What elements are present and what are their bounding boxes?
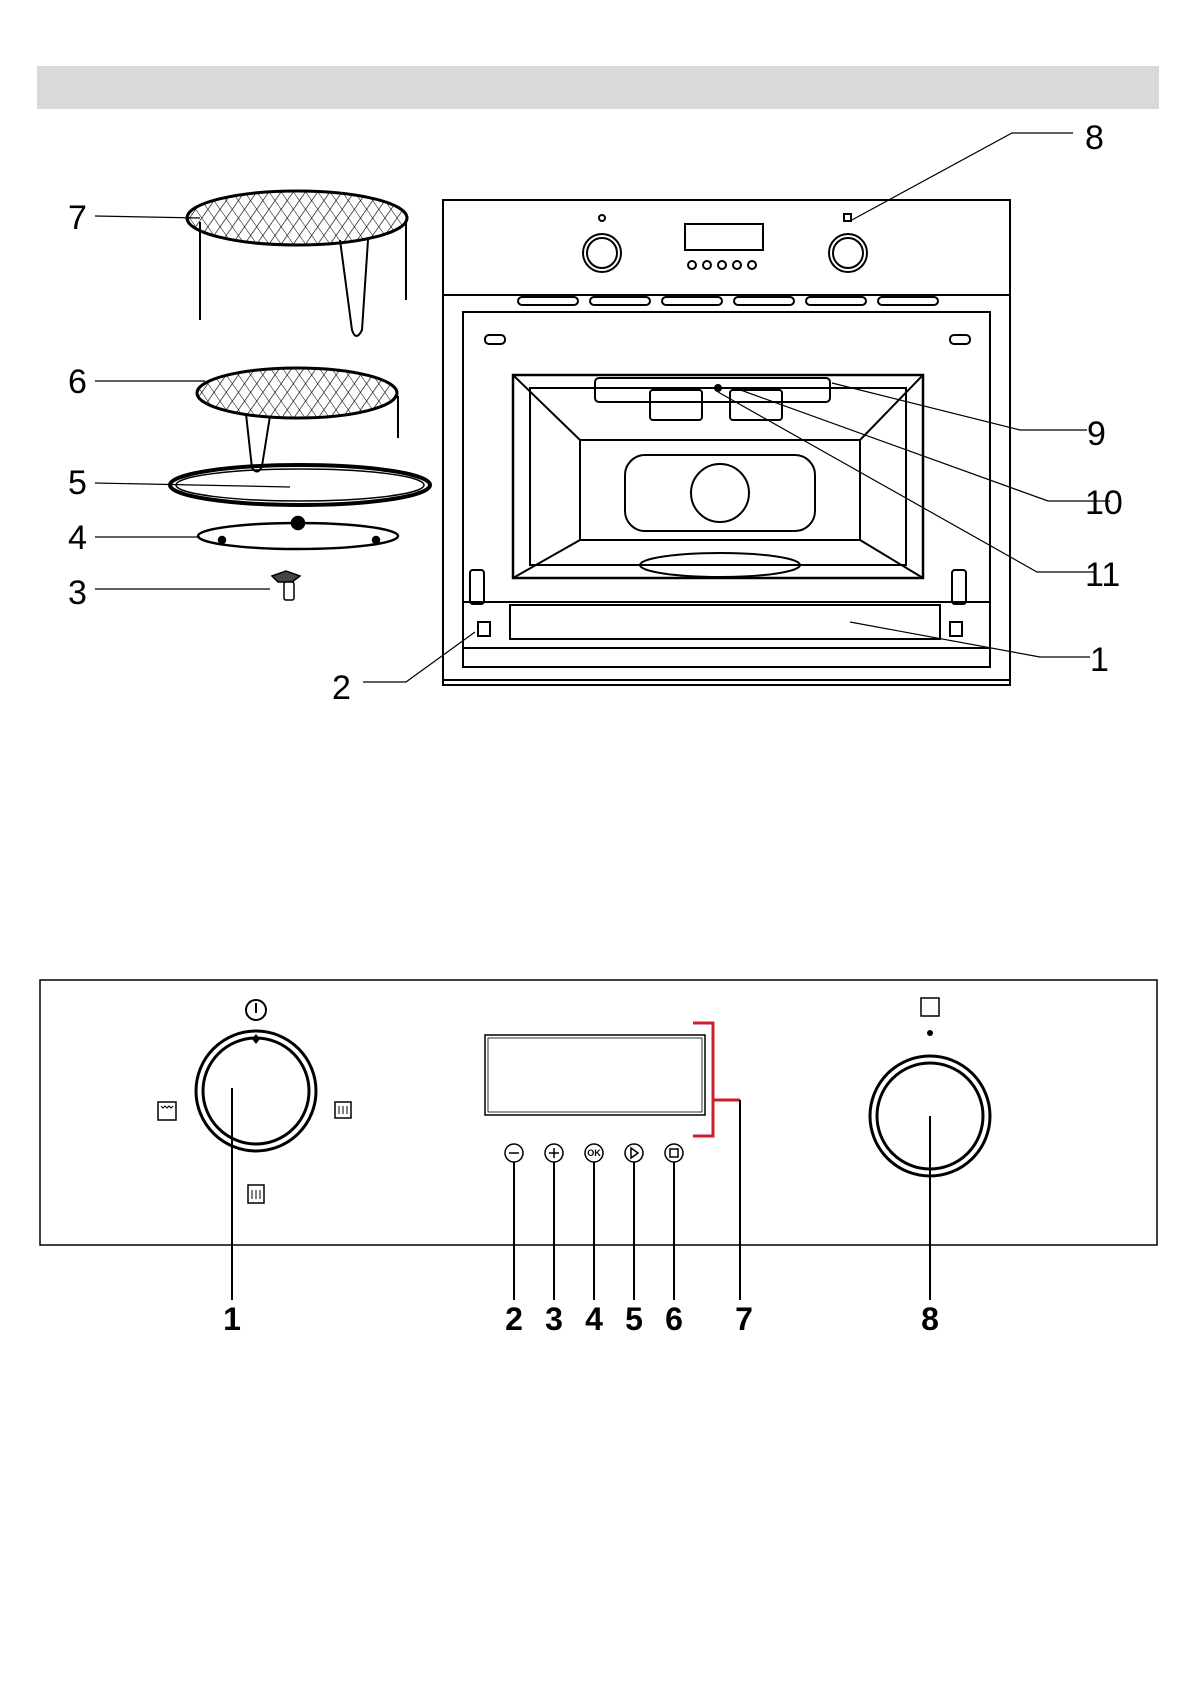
callout-5: 5	[68, 464, 87, 502]
microwave-icon	[248, 1185, 264, 1203]
conventional-oven-icon	[158, 1102, 176, 1120]
ok-button[interactable]: OK	[585, 1144, 603, 1162]
minus-button[interactable]	[505, 1144, 523, 1162]
roller-ring	[198, 517, 398, 549]
panel-callout-labels: 1 2 3 4 5 6 7 8	[223, 1301, 939, 1337]
grill-icon	[335, 1102, 351, 1118]
turntable-coupler	[272, 571, 300, 600]
panel-leader-lines	[232, 1088, 930, 1300]
callout-9: 9	[1087, 415, 1106, 453]
plus-button[interactable]	[545, 1144, 563, 1162]
panel-callout-4: 4	[585, 1301, 603, 1337]
callout-4: 4	[68, 519, 87, 557]
callout-2: 2	[332, 669, 351, 707]
stop-icon	[665, 1144, 683, 1162]
high-rack	[187, 191, 407, 336]
callout-7: 7	[68, 199, 87, 237]
callout-6: 6	[68, 363, 87, 401]
panel-callout-7: 7	[735, 1301, 753, 1337]
start-icon	[625, 1144, 643, 1162]
function-selector-knob	[196, 1031, 316, 1151]
low-rack	[197, 368, 398, 472]
panel-callout-8: 8	[921, 1301, 939, 1337]
callout-3: 3	[68, 574, 87, 612]
power-icon	[246, 1000, 266, 1020]
display-bracket	[693, 1023, 740, 1136]
oven-body	[443, 200, 1010, 685]
display-screen	[485, 1035, 705, 1115]
start-button[interactable]	[625, 1144, 643, 1162]
stop-button[interactable]	[665, 1144, 683, 1162]
panel-callout-1: 1	[223, 1301, 241, 1337]
callout-10: 10	[1085, 484, 1123, 522]
callout-1: 1	[1090, 641, 1109, 679]
panel-callout-5: 5	[625, 1301, 643, 1337]
callout-11: 11	[1085, 556, 1120, 594]
panel-callout-3: 3	[545, 1301, 563, 1337]
panel-callout-2: 2	[505, 1301, 523, 1337]
panel-callout-6: 6	[665, 1301, 683, 1337]
ok-label: OK	[587, 1148, 601, 1158]
timer-icon	[921, 998, 939, 1016]
callout-8: 8	[1085, 119, 1104, 157]
